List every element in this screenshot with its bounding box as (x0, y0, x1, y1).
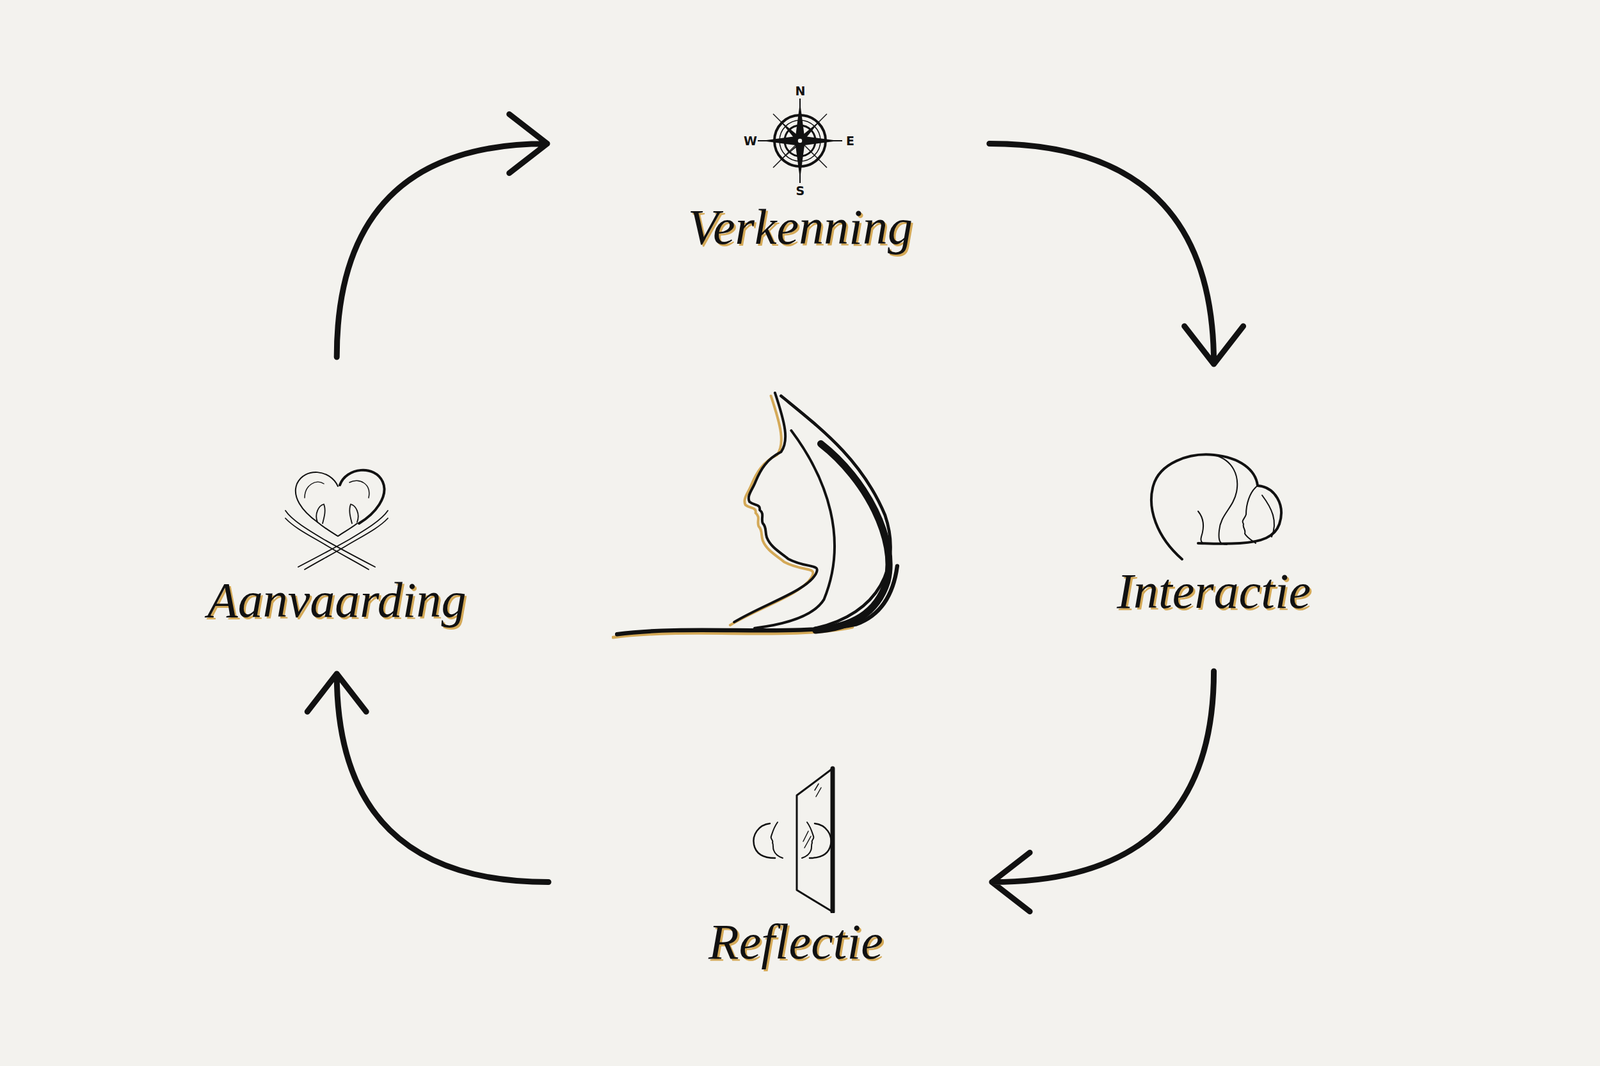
stage-node: Reflectie (702, 764, 890, 971)
compass-letter: E (846, 134, 855, 148)
cycle-arrow (989, 144, 1244, 365)
heart-hug-icon (279, 459, 395, 572)
compass-icon (742, 83, 858, 199)
compass-letter: N (794, 84, 806, 98)
stage-title: Interactie (1110, 562, 1318, 621)
compass-letter: W (743, 134, 758, 148)
stage-title: Reflectie (702, 913, 890, 971)
cycle-arrow (992, 671, 1215, 912)
interaction-icon (1143, 447, 1285, 563)
stage-node: Verkenning (681, 83, 920, 256)
center-face-illustration (611, 387, 908, 643)
compass-letter: S (796, 184, 806, 198)
cycle-arrow (307, 673, 549, 883)
stage-title: Aanvaarding (200, 571, 473, 630)
stage-title: Verkenning (681, 198, 920, 256)
mirror-icon (718, 764, 873, 914)
cycle-arrow (336, 114, 548, 358)
stage-node: Interactie (1110, 447, 1318, 621)
stage-node: Aanvaarding (200, 459, 473, 630)
